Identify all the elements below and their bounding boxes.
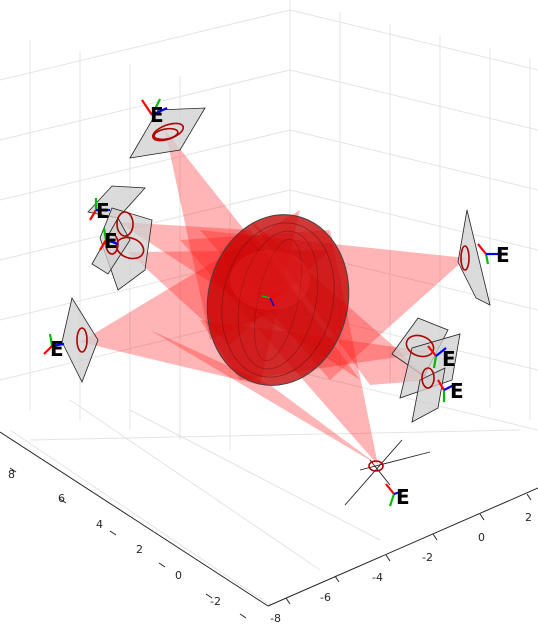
tick-left-2: 2: [136, 543, 143, 556]
tick-left-0: 0: [175, 569, 182, 582]
camera-frame-right-lower: [427, 345, 447, 369]
camera-frame-left: [43, 333, 65, 355]
tick-labels-left: 8 6 4 2 0 -2: [8, 468, 221, 608]
tick-right-0: 0: [478, 531, 485, 544]
camera-frames: [43, 98, 500, 507]
camera-label-top: E: [150, 103, 164, 127]
camera-label-left-upper: E: [96, 199, 110, 223]
tick-right-neg4: -4: [372, 571, 383, 584]
tick-left-8: 8: [8, 468, 15, 481]
tick-right-neg6: -6: [320, 591, 331, 604]
plane-right-lower-3: [411, 367, 446, 423]
tick-left-6: 6: [58, 492, 65, 505]
origin-frame: [261, 293, 281, 307]
tick-left-4: 4: [96, 518, 103, 531]
tick-left-neg2: -2: [210, 595, 221, 608]
tick-right-2: 2: [525, 511, 532, 524]
tick-right-neg8: -8: [270, 612, 281, 625]
grid-lines: [0, 0, 538, 606]
camera-frame-right: [477, 243, 500, 265]
plane-left: [61, 296, 99, 383]
plane-top: [129, 107, 206, 159]
axis-right: [267, 487, 538, 607]
tick-labels-right: -8 -6 -4 -2 0 2: [270, 511, 532, 625]
axes: [0, 431, 538, 619]
camera-frame-top: [141, 98, 168, 116]
ellipsoid: [206, 214, 350, 386]
camera-frame-left-upper: [89, 198, 110, 221]
plane-right: [457, 209, 491, 306]
camera-label-right-lower-2: E: [450, 379, 464, 403]
camera-label-right-lower: E: [442, 347, 456, 371]
tick-right-neg2: -2: [422, 551, 433, 564]
camera-label-right: E: [496, 243, 510, 267]
plane-bottom: [344, 439, 431, 506]
camera-frame-bottom: [385, 483, 407, 507]
camera-frame-left-upper-2: [99, 227, 119, 251]
camera-frame-right-lower-2: [437, 379, 457, 402]
plane-left-upper-3: [91, 217, 131, 275]
image-planes: [61, 107, 491, 423]
camera-label-left-upper-2: E: [104, 229, 118, 253]
camera-labels: E E E E E E E E: [50, 103, 510, 509]
camera-label-left: E: [50, 337, 64, 361]
axis-left: [0, 431, 269, 607]
camera-label-bottom: E: [396, 485, 410, 509]
frustum-bottom-2: [150, 330, 378, 465]
